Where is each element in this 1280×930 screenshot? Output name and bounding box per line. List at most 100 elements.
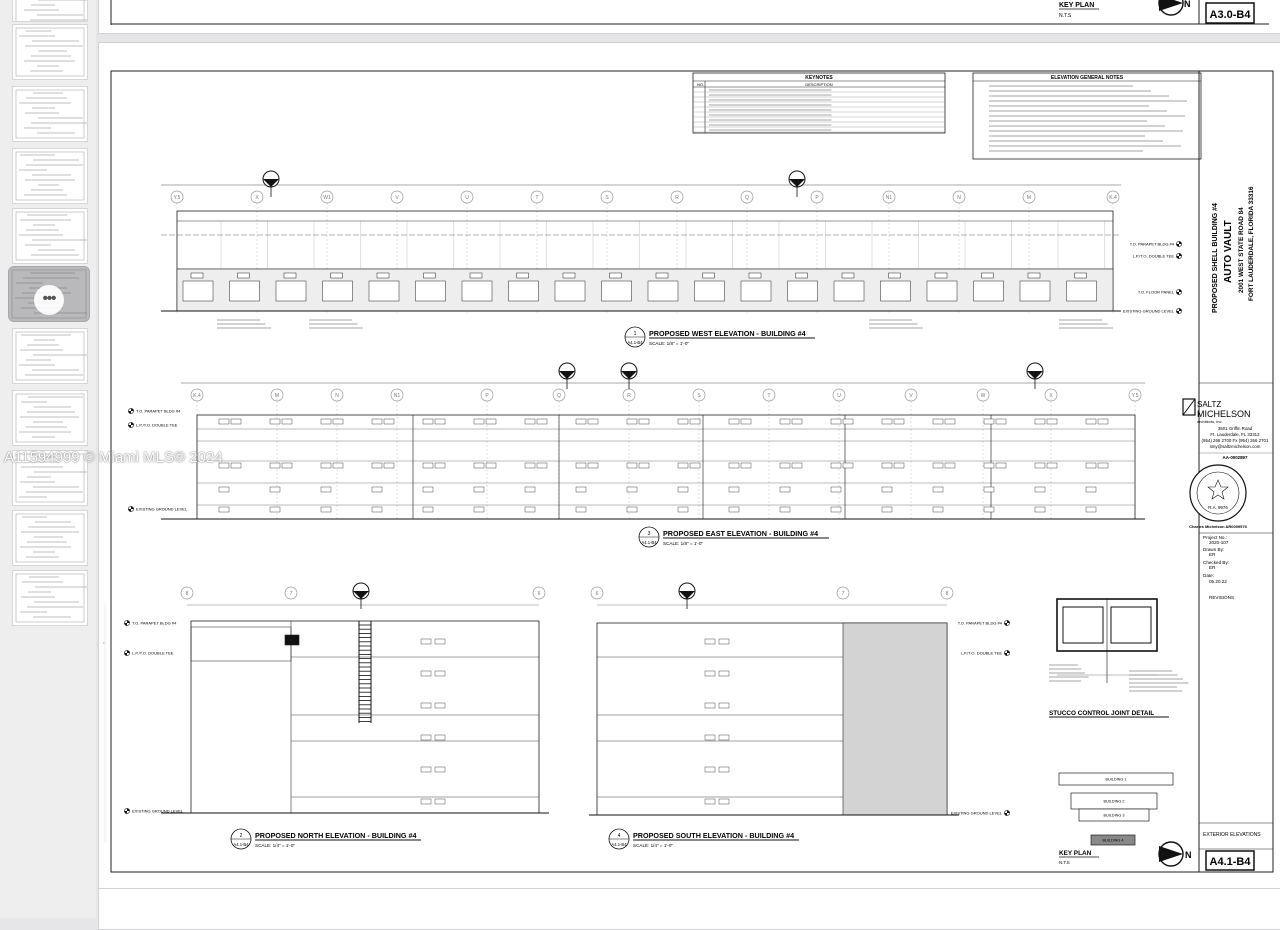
info-field: Date:	[1203, 573, 1214, 578]
page-thumbnail[interactable]	[12, 390, 88, 446]
grid-label: 8	[186, 591, 189, 597]
page-thumbnail-active[interactable]: •••	[8, 266, 90, 322]
level-label: T.O. FLOOR PANEL	[1138, 290, 1175, 295]
elevation-ref: A4.1-B4	[233, 842, 249, 847]
elevation-number: 1	[634, 331, 637, 337]
grid-label: N	[957, 195, 961, 201]
grid-label: K.4	[193, 393, 201, 399]
sheet-page-a4-1: KEYNOTES NO. DESCRIPTION ELEVATION GENERAL …	[98, 42, 1280, 890]
grid-label: T	[535, 195, 538, 201]
elevation-scale: SCALE: 1/4" = 1'-0"	[633, 843, 673, 848]
north-label: N	[1184, 0, 1191, 9]
level-label: EXISTING GROUND LEVEL	[951, 811, 1003, 816]
thumbnail-preview	[15, 331, 87, 381]
stucco-control-joint-detail: STUCCO CONTROL JOINT DETAIL	[1049, 598, 1189, 718]
page-thumbnail[interactable]	[12, 510, 88, 566]
project-name-line1: PROPOSED SHELL BUILDING #4	[1212, 203, 1219, 313]
thumbnail-preview	[15, 211, 87, 261]
info-field: ER	[1209, 552, 1216, 557]
firm-address1: 3501 Griffin Road	[1218, 426, 1253, 431]
page-thumbnail[interactable]	[12, 148, 88, 204]
grid-label: Y.5	[174, 195, 181, 201]
seal-text: R.A. 9976	[1208, 505, 1228, 510]
page-thumbnail-sidebar: •••	[0, 0, 96, 918]
firm-logo-icon	[1182, 398, 1196, 416]
detail-title: STUCCO CONTROL JOINT DETAIL	[1049, 710, 1154, 717]
elevation-number: 2	[240, 833, 243, 839]
grid-label: R	[675, 195, 679, 201]
grid-label: V	[395, 195, 399, 201]
north-label: N	[1185, 850, 1192, 860]
grid-label: W1	[323, 195, 331, 201]
grid-label: X	[1049, 393, 1053, 399]
keynotes-col-desc: DESCRIPTION	[805, 82, 832, 87]
key-plan-building: BUILDING 1	[1105, 778, 1126, 782]
firm-name-2: MICHELSON	[1197, 409, 1251, 419]
key-plan-scale: N.T.S	[1059, 13, 1072, 19]
thumbnail-preview	[15, 513, 85, 563]
page-thumbnail[interactable]	[12, 328, 88, 384]
elevation-scale: SCALE: 1/8" = 1'-0"	[663, 541, 703, 546]
elevation-ref: A4.1-B4	[641, 540, 657, 545]
elevation-number: 4	[618, 833, 621, 839]
level-label: L.P./T.O. DOUBLE TEE	[1133, 254, 1175, 259]
elevation-sheet-drawing: KEYNOTES NO. DESCRIPTION ELEVATION GENERAL …	[103, 70, 1274, 873]
elevation-title: PROPOSED NORTH ELEVATION - BUILDING #4	[255, 831, 416, 840]
elevation-ref: A4.1-B4	[611, 842, 627, 847]
page-thumbnail[interactable]	[12, 450, 88, 506]
page-thumbnail[interactable]	[12, 570, 88, 626]
sheet-number: A4.1-B4	[1210, 856, 1252, 868]
thumbnail-preview	[15, 151, 85, 201]
grid-label: U	[837, 393, 841, 399]
grid-label: 6	[596, 591, 599, 597]
grid-label: N1	[886, 195, 893, 201]
elevation-title: PROPOSED SOUTH ELEVATION - BUILDING #4	[633, 831, 794, 840]
sheet-border	[110, 70, 1274, 873]
firm-phone: (954) 266 2700 Fx (954) 266 2701	[1202, 438, 1269, 443]
grid-label: Q	[557, 393, 561, 399]
elevation-title: PROPOSED WEST ELEVATION - BUILDING #4	[649, 329, 806, 338]
firm-license: AA-0002897	[1223, 455, 1248, 460]
key-plan-label: KEY PLAN	[1059, 850, 1092, 857]
architect-seal-icon	[1189, 464, 1247, 522]
info-field: ER	[1209, 565, 1216, 570]
general-notes-title: ELEVATION GENERAL NOTES	[1051, 75, 1124, 81]
elevation-scale: SCALE: 1/8" = 1'-0"	[649, 341, 689, 346]
thumbnail-preview	[15, 0, 87, 21]
elevation-general-notes: ELEVATION GENERAL NOTES	[972, 72, 1202, 160]
grid-bubble	[180, 586, 194, 600]
keynotes-title: KEYNOTES	[805, 75, 833, 81]
grid-label: V	[909, 393, 913, 399]
keynotes-table: KEYNOTES NO. DESCRIPTION	[692, 72, 946, 134]
grid-label: Y.5	[1132, 393, 1139, 399]
grid-label: S	[697, 393, 701, 399]
level-label: L.P./T.O. DOUBLE TEE	[136, 423, 178, 428]
thumbnail-preview	[15, 89, 87, 139]
elevation-ref: A4.1-B4	[627, 340, 643, 345]
thumbnail-preview	[15, 27, 85, 77]
keynotes-col-no: NO.	[697, 82, 704, 87]
grid-label: U	[465, 195, 469, 201]
level-label: EXISTING GROUND LEVEL	[132, 809, 184, 814]
grid-label: N	[335, 393, 339, 399]
grid-label: P	[815, 195, 819, 201]
info-field: Drawn By:	[1203, 547, 1224, 552]
page-thumbnail[interactable]	[12, 0, 88, 22]
more-options-button[interactable]: •••	[34, 285, 64, 315]
grid-label: R	[627, 393, 631, 399]
info-field: Checked By:	[1203, 560, 1229, 565]
key-plan-building: BUILDING 2	[1103, 800, 1124, 804]
elevation-title: PROPOSED EAST ELEVATION - BUILDING #4	[663, 529, 818, 538]
info-field: 05.20.22	[1209, 579, 1227, 584]
grid-label: Q	[745, 195, 749, 201]
page-thumbnail[interactable]	[12, 86, 88, 142]
grid-label: X	[255, 195, 259, 201]
page-thumbnail[interactable]	[12, 24, 88, 80]
info-field: 2020-107	[1209, 540, 1229, 545]
grid-label: 6	[538, 591, 541, 597]
sheet-number: A3.0-B4	[1210, 9, 1252, 21]
page-thumbnail[interactable]	[12, 208, 88, 264]
